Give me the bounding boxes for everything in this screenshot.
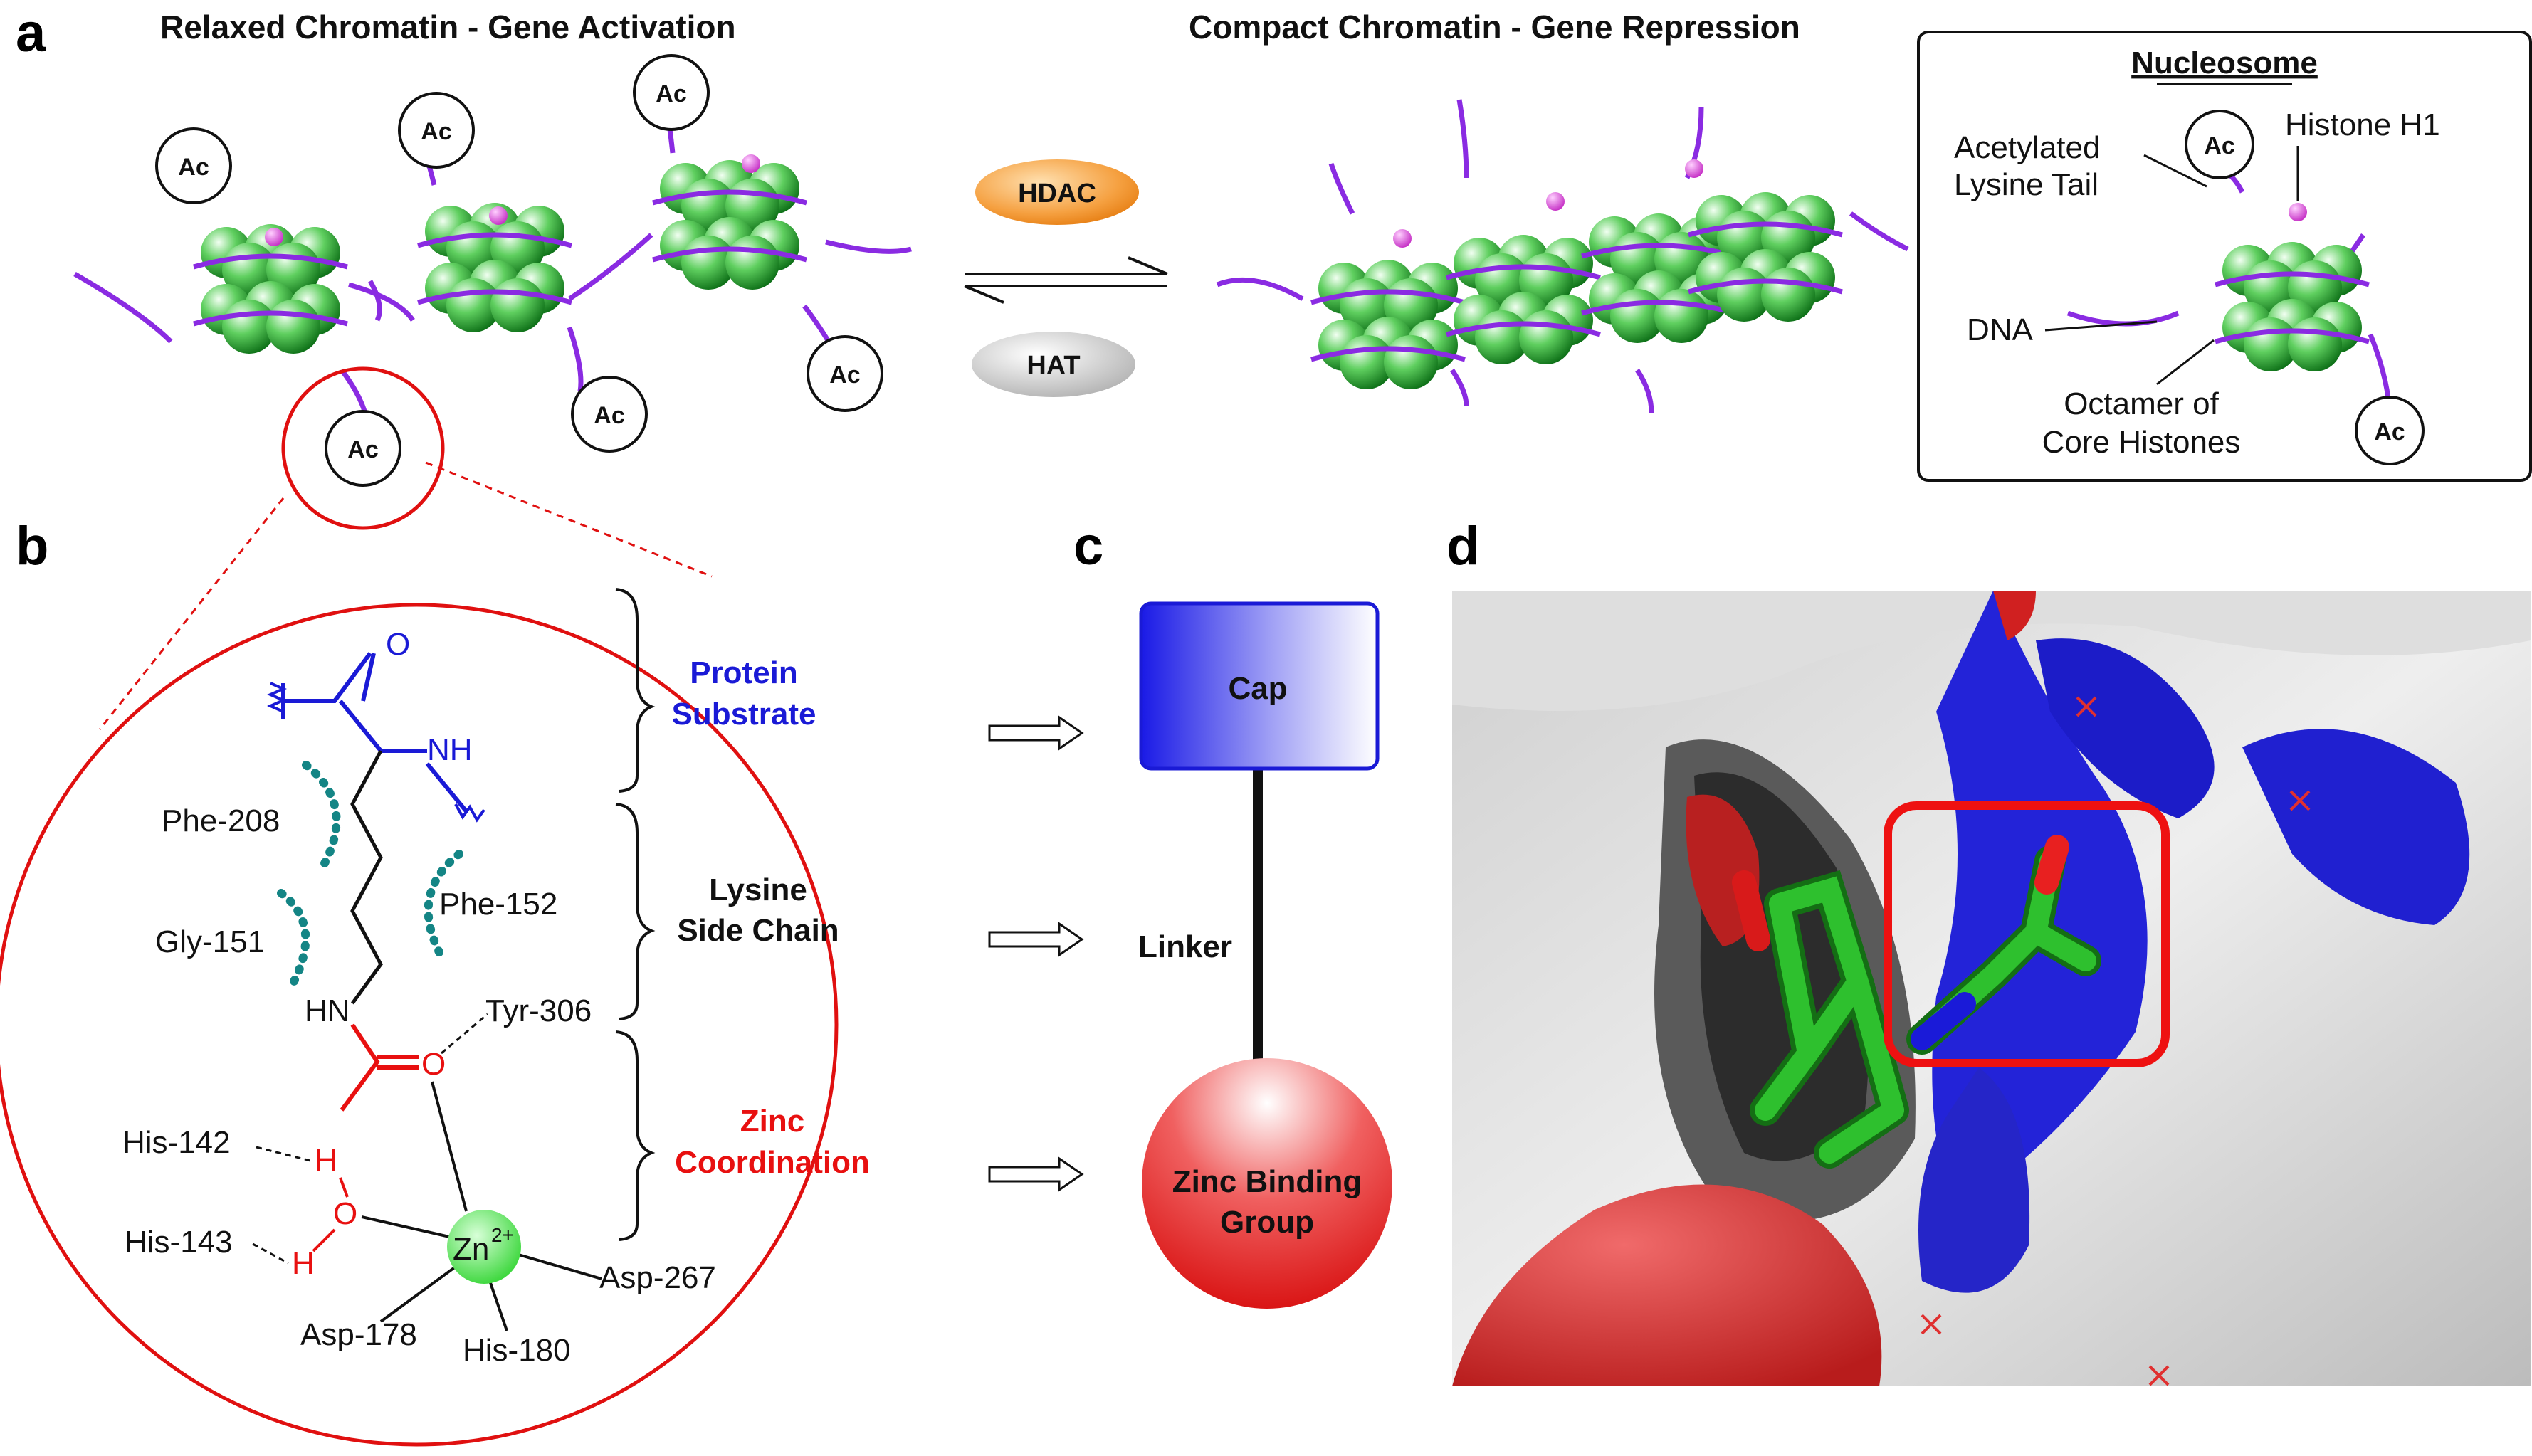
ac-1: Ac (155, 127, 232, 204)
ac-6: Ac (325, 410, 401, 487)
label-histone-h1: Histone H1 (2285, 107, 2440, 142)
panel-d: d (1446, 516, 2531, 1386)
region-side-chain: Side Chain (677, 913, 839, 948)
histone-h1-marker (1393, 229, 1412, 248)
zbg-label-2: Group (1220, 1205, 1314, 1240)
hn-label: HN (305, 993, 350, 1028)
svg-text:HDAC: HDAC (1018, 179, 1096, 209)
residue-asp178: Asp-178 (300, 1317, 417, 1352)
cap-label: Cap (1228, 671, 1287, 706)
svg-text:Ac: Ac (421, 118, 451, 145)
svg-text:Ac: Ac (2374, 418, 2405, 445)
svg-text:Ac: Ac (347, 436, 378, 463)
residue-gly151: Gly-151 (155, 924, 265, 959)
svg-text:Ac: Ac (829, 362, 860, 389)
protein-substrate-structure: O NH (267, 627, 485, 823)
svg-text:Ac: Ac (594, 402, 624, 429)
inset-histone-h1 (2289, 203, 2307, 221)
histone-h1-marker (1546, 192, 1565, 211)
panel-c: c Cap Linker Zinc Binding Group (1073, 516, 1392, 1309)
gly151-contact (277, 889, 310, 990)
label-core-histones: Core Histones (2042, 425, 2241, 460)
histone-h1-marker (265, 228, 283, 246)
zinc-label: Zn (453, 1232, 489, 1267)
ac-3: Ac (633, 54, 710, 131)
panel-b: b O NH HN O H O H (0, 461, 1084, 1447)
residue-his143: His-143 (125, 1225, 233, 1260)
panel-letter-c: c (1073, 516, 1103, 576)
residue-asp267: Asp-267 (599, 1260, 716, 1295)
lysine-side-chain (350, 749, 383, 1005)
zinc-binding-group (1142, 1058, 1392, 1309)
residue-his142: His-142 (122, 1125, 231, 1160)
panel-letter-a: a (16, 3, 46, 63)
region-protein-substrate-2: Substrate (672, 697, 816, 732)
ac-4: Ac (571, 376, 648, 453)
hdac-enzyme: HDAC (975, 159, 1139, 225)
phe208-contact (302, 761, 341, 869)
region-braces (615, 588, 656, 1241)
binding-pocket-render (1452, 591, 2531, 1386)
histone-h1-marker (489, 206, 508, 225)
svg-text:Ac: Ac (2204, 132, 2234, 159)
svg-text:O: O (333, 1196, 357, 1231)
region-coordination: Coordination (675, 1145, 870, 1180)
nucleosome-3 (653, 160, 807, 290)
nucleosome-compact-2 (1446, 235, 1600, 364)
residue-phe208: Phe-208 (162, 803, 280, 838)
nucleosome-inset: Nucleosome Ac Ac Acetylated Lysine Tail … (1917, 31, 2532, 482)
panel-letter-d: d (1446, 516, 1479, 576)
label-acetylated: Acetylated (1954, 130, 2100, 165)
residue-his180: His-180 (463, 1333, 571, 1368)
inset-title: Nucleosome (2131, 46, 2318, 80)
svg-text:H: H (292, 1246, 315, 1281)
zoom-circle (281, 366, 445, 530)
phe152-contact (424, 850, 463, 958)
water-molecule: H O H (252, 1143, 456, 1281)
histone-h1-marker (1685, 159, 1703, 178)
svg-text:HAT: HAT (1026, 351, 1080, 381)
amide-nh: NH (427, 732, 473, 767)
label-lysine-tail: Lysine Tail (1954, 167, 2098, 202)
inset-ac-bottom: Ac (2355, 396, 2425, 465)
inset-ac-top: Ac (2185, 110, 2254, 179)
compact-chromatin-fiber (1216, 99, 1909, 413)
hat-enzyme: HAT (972, 332, 1135, 397)
region-lysine: Lysine (709, 872, 807, 907)
zinc-ion: Zn 2+ (379, 1081, 602, 1331)
label-dna: DNA (1967, 312, 2034, 347)
zinc-charge: 2+ (491, 1224, 514, 1246)
title-relaxed-chromatin: Relaxed Chromatin - Gene Activation (160, 9, 736, 46)
svg-text:H: H (315, 1143, 337, 1178)
acetyl-highlight-box (1884, 801, 2170, 1067)
zbg-label-1: Zinc Binding (1172, 1164, 1362, 1199)
mapping-arrows (988, 715, 1084, 1192)
svg-text:Ac: Ac (656, 80, 686, 107)
nucleosome-compact-1 (1311, 260, 1465, 389)
region-protein-substrate: Protein (690, 655, 798, 690)
histone-h1-marker (742, 154, 760, 173)
panel-letter-b: b (16, 516, 48, 576)
svg-text:Ac: Ac (178, 154, 209, 181)
panel-a: a Relaxed Chromatin - Gene Activation Co… (16, 3, 2532, 530)
carbonyl-oxygen: O (386, 627, 410, 662)
acetyl-group: O (340, 1013, 488, 1112)
ac-5: Ac (807, 335, 883, 412)
residue-phe152: Phe-152 (439, 887, 557, 922)
active-site-zoom (0, 603, 839, 1447)
equilibrium-arrows (964, 256, 1168, 304)
label-octamer: Octamer of (2064, 386, 2219, 421)
linker-label: Linker (1138, 929, 1232, 964)
title-compact-chromatin: Compact Chromatin - Gene Repression (1189, 9, 1800, 46)
ac-2: Ac (398, 92, 475, 169)
residue-tyr306: Tyr-306 (485, 993, 592, 1028)
cap-block (1139, 601, 1380, 771)
region-zinc: Zinc (740, 1104, 804, 1139)
